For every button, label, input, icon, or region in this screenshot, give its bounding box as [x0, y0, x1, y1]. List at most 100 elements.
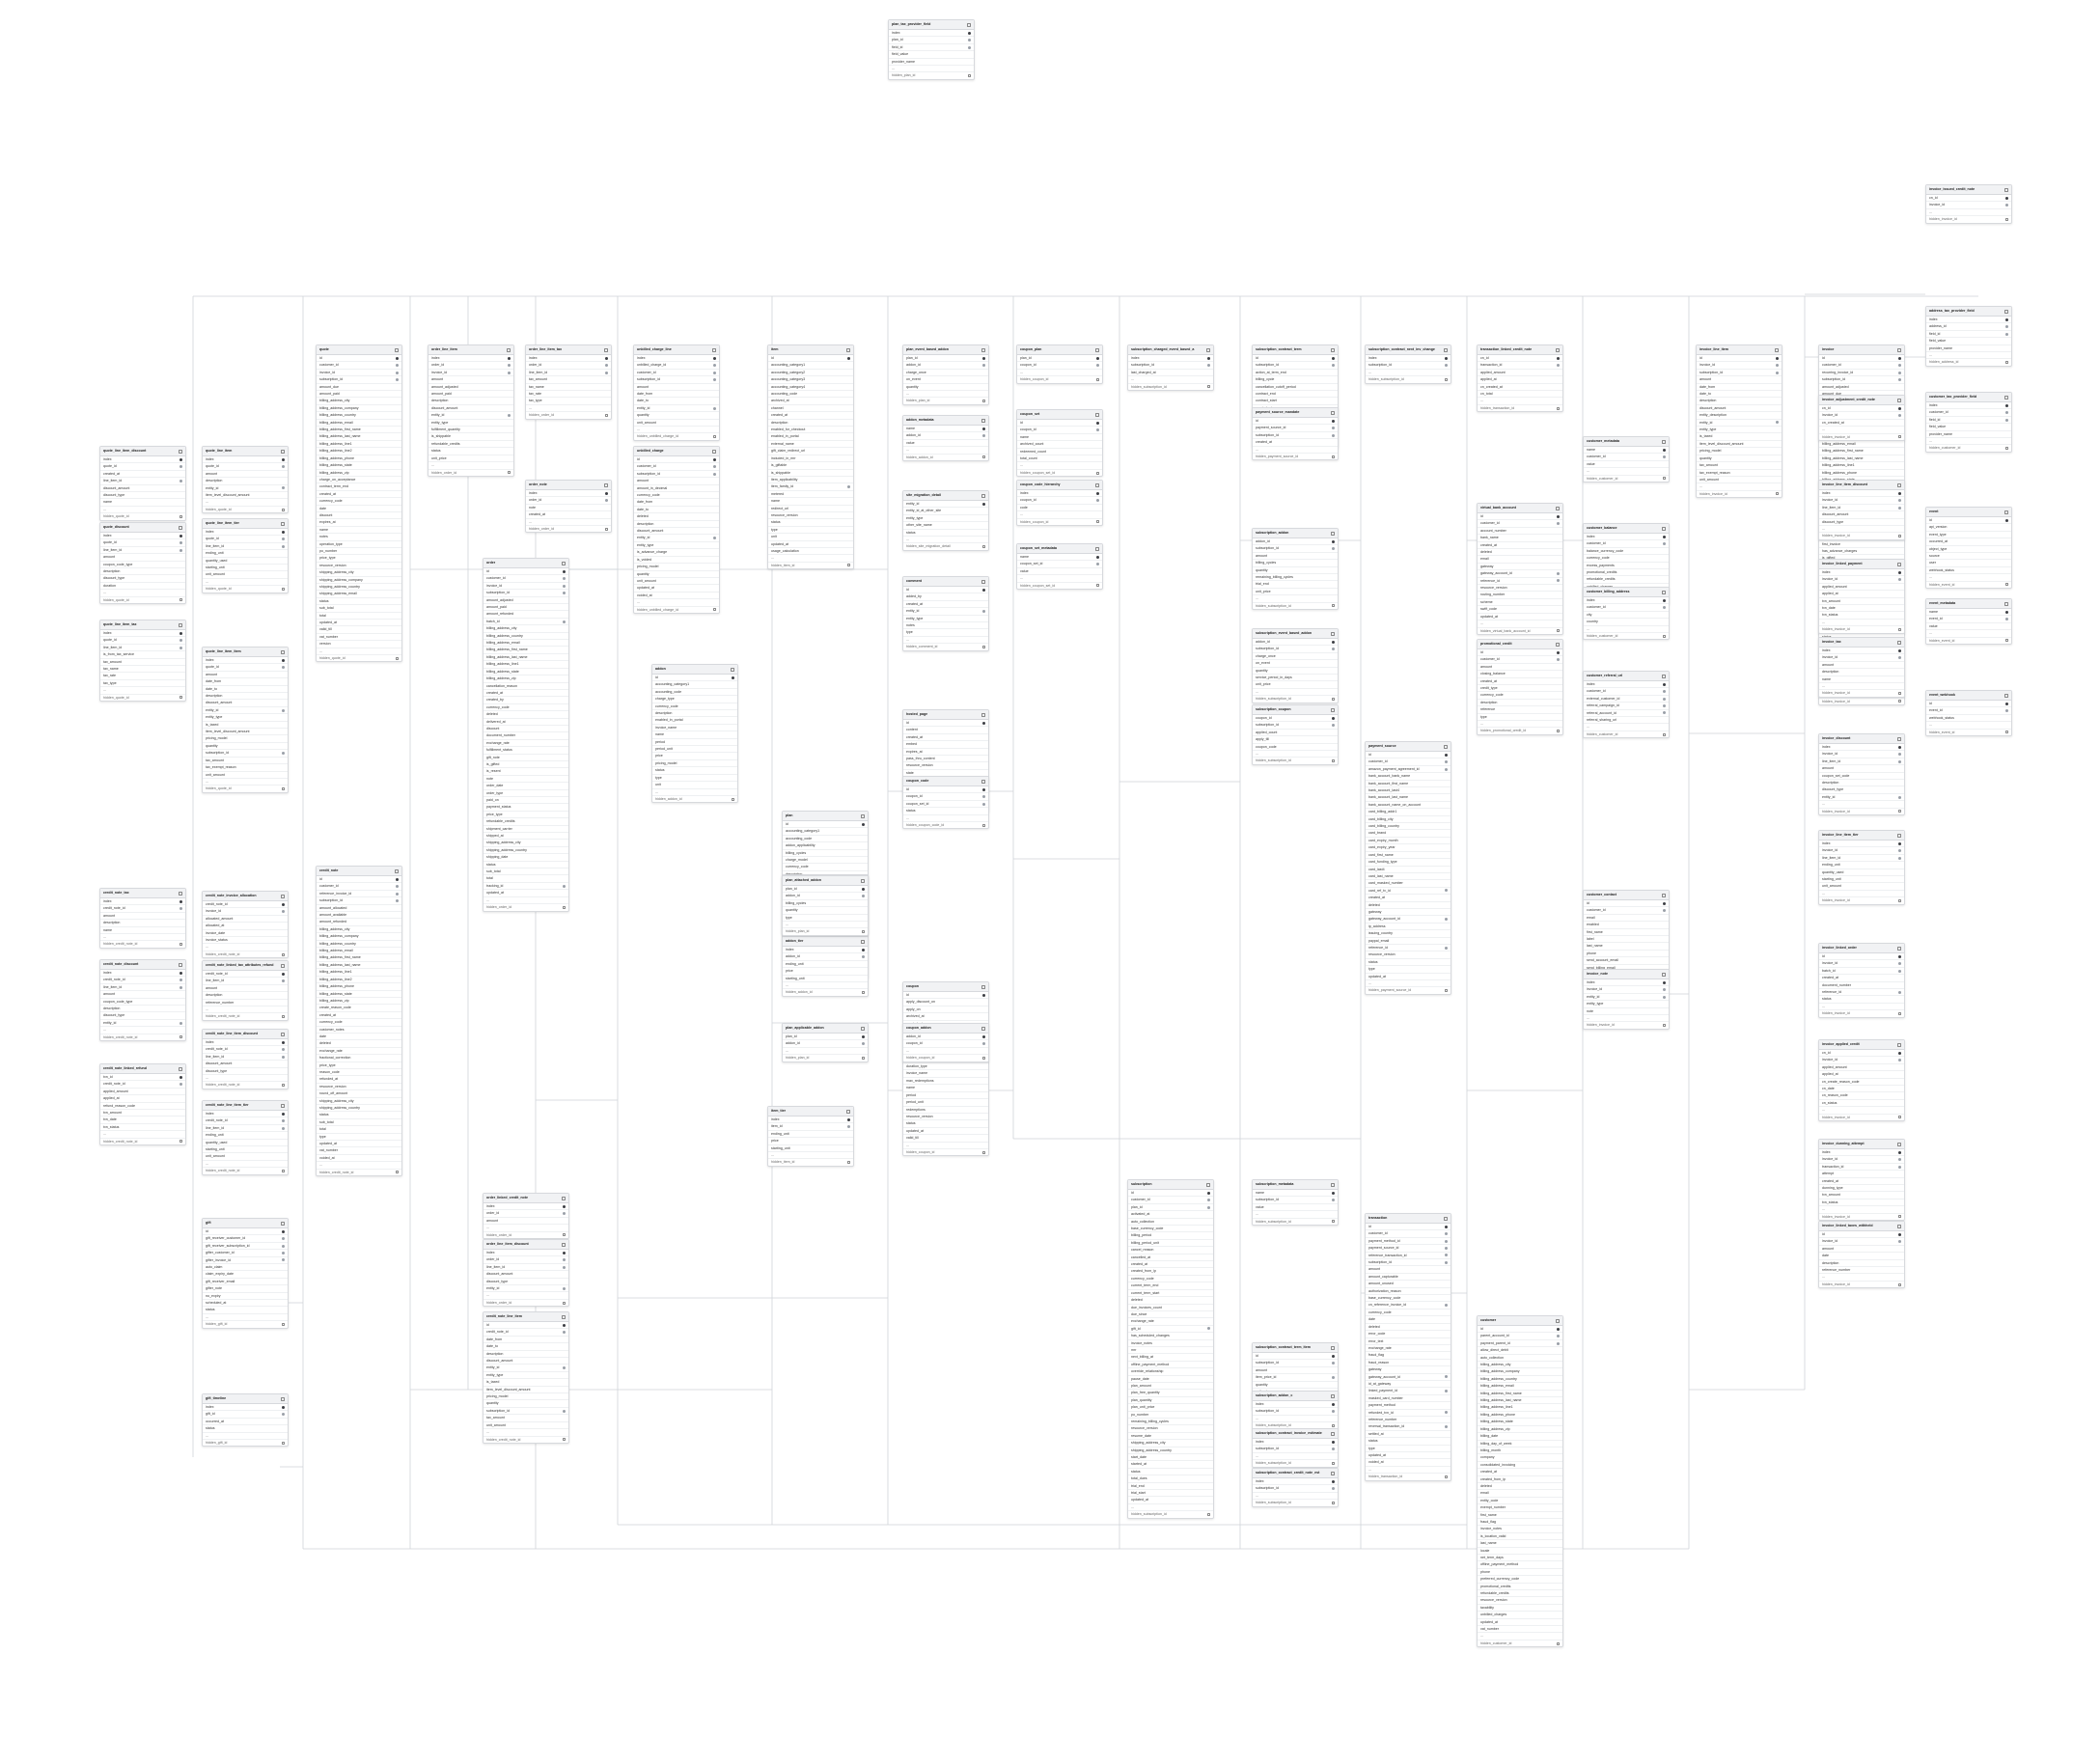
hidden-columns-row[interactable]: hidden_item_id — [768, 563, 853, 568]
hidden-columns-row[interactable]: hidden_quote_id — [317, 655, 401, 661]
expand-columns-icon[interactable] — [862, 991, 865, 995]
hidden-columns-row[interactable]: hidden_subscription_id — [1253, 696, 1338, 702]
hidden-columns-row[interactable]: hidden_address_id — [1926, 359, 2011, 365]
hidden-columns-row[interactable]: hidden_quote_id — [203, 586, 288, 592]
expand-columns-icon[interactable] — [1332, 1501, 1335, 1504]
expand-columns-icon[interactable] — [180, 514, 182, 518]
hidden-columns-row[interactable]: hidden_customer_id — [1584, 476, 1669, 482]
hidden-columns-row[interactable]: hidden_credit_note_id — [100, 1034, 185, 1040]
expand-icon[interactable] — [1556, 642, 1560, 647]
hidden-columns-row[interactable]: hidden_gift_id — [203, 1440, 288, 1446]
hidden-columns-row[interactable]: hidden_event_id — [1926, 730, 2011, 735]
hidden-columns-row[interactable]: hidden_invoice_id — [1926, 216, 2011, 222]
expand-icon[interactable] — [1331, 1471, 1335, 1475]
expand-columns-icon[interactable] — [1557, 730, 1560, 733]
expand-columns-icon[interactable] — [847, 564, 850, 567]
expand-columns-icon[interactable] — [982, 823, 985, 827]
expand-columns-icon[interactable] — [1332, 1461, 1335, 1465]
expand-icon[interactable] — [1662, 439, 1666, 444]
expand-icon[interactable] — [1095, 412, 1099, 417]
expand-columns-icon[interactable] — [1207, 385, 1210, 389]
expand-icon[interactable] — [1897, 347, 1901, 352]
expand-icon[interactable] — [981, 984, 985, 989]
expand-icon[interactable] — [1331, 1393, 1335, 1398]
hidden-columns-row[interactable]: hidden_coupon_code_id — [903, 822, 988, 828]
expand-columns-icon[interactable] — [563, 1301, 566, 1305]
expand-icon[interactable] — [1897, 482, 1901, 487]
hidden-columns-row[interactable]: hidden_quote_id — [203, 507, 288, 512]
expand-columns-icon[interactable] — [1557, 629, 1560, 633]
expand-columns-icon[interactable] — [1207, 1512, 1210, 1516]
hidden-columns-row[interactable]: hidden_invoice_id — [1819, 1010, 1904, 1016]
hidden-columns-row[interactable]: hidden_invoice_id — [1584, 1022, 1669, 1028]
expand-icon[interactable] — [1095, 347, 1099, 352]
expand-icon[interactable] — [1897, 1142, 1901, 1146]
expand-icon[interactable] — [1897, 946, 1901, 951]
hidden-columns-row[interactable]: hidden_coupon_set_id — [1017, 583, 1102, 589]
expand-icon[interactable] — [281, 894, 285, 898]
expand-icon[interactable] — [179, 1066, 182, 1071]
hidden-columns-row[interactable]: hidden_customer_id — [1584, 731, 1669, 737]
expand-columns-icon[interactable] — [982, 1150, 985, 1154]
expand-icon[interactable] — [1331, 1431, 1335, 1436]
expand-icon[interactable] — [712, 347, 716, 352]
expand-columns-icon[interactable] — [563, 1233, 566, 1237]
expand-icon[interactable] — [604, 482, 608, 487]
hidden-columns-row[interactable]: hidden_subscription_id — [1128, 1511, 1213, 1517]
expand-columns-icon[interactable] — [282, 587, 285, 591]
hidden-columns-row[interactable]: hidden_credit_note_id — [484, 1437, 568, 1443]
expand-icon[interactable] — [395, 868, 399, 873]
expand-icon[interactable] — [562, 1242, 566, 1247]
expand-columns-icon[interactable] — [1898, 692, 1901, 696]
hidden-columns-row[interactable]: hidden_order_id — [484, 904, 568, 910]
hidden-columns-row[interactable]: hidden_invoice_id — [1697, 491, 1782, 497]
expand-columns-icon[interactable] — [1663, 477, 1666, 481]
expand-icon[interactable] — [281, 521, 285, 526]
hidden-columns-row[interactable]: hidden_coupon_set_id — [1017, 470, 1102, 476]
expand-icon[interactable] — [1662, 590, 1666, 594]
expand-icon[interactable] — [281, 1396, 285, 1401]
hidden-columns-row[interactable]: hidden_credit_note_id — [317, 1170, 401, 1175]
expand-columns-icon[interactable] — [282, 952, 285, 956]
hidden-columns-row[interactable]: hidden_invoice_id — [1819, 1282, 1904, 1287]
expand-icon[interactable] — [179, 449, 182, 454]
expand-columns-icon[interactable] — [1332, 1423, 1335, 1427]
expand-icon[interactable] — [846, 1109, 850, 1114]
expand-columns-icon[interactable] — [713, 435, 716, 439]
expand-columns-icon[interactable] — [1557, 406, 1560, 410]
hidden-columns-row[interactable]: hidden_coupon_id — [903, 1055, 988, 1061]
expand-icon[interactable] — [1897, 833, 1901, 838]
expand-icon[interactable] — [981, 579, 985, 584]
expand-columns-icon[interactable] — [396, 656, 399, 660]
hidden-columns-row[interactable]: hidden_payment_source_id — [1253, 454, 1338, 459]
expand-icon[interactable] — [1444, 347, 1448, 352]
hidden-columns-row[interactable]: hidden_subscription_id — [1366, 376, 1451, 382]
hidden-columns-row[interactable]: hidden_order_id — [526, 412, 611, 418]
expand-columns-icon[interactable] — [982, 645, 985, 648]
hidden-columns-row[interactable]: hidden_item_id — [768, 1159, 853, 1165]
expand-icon[interactable] — [1662, 526, 1666, 531]
hidden-columns-row[interactable]: hidden_promotional_credit_id — [1478, 728, 1562, 733]
